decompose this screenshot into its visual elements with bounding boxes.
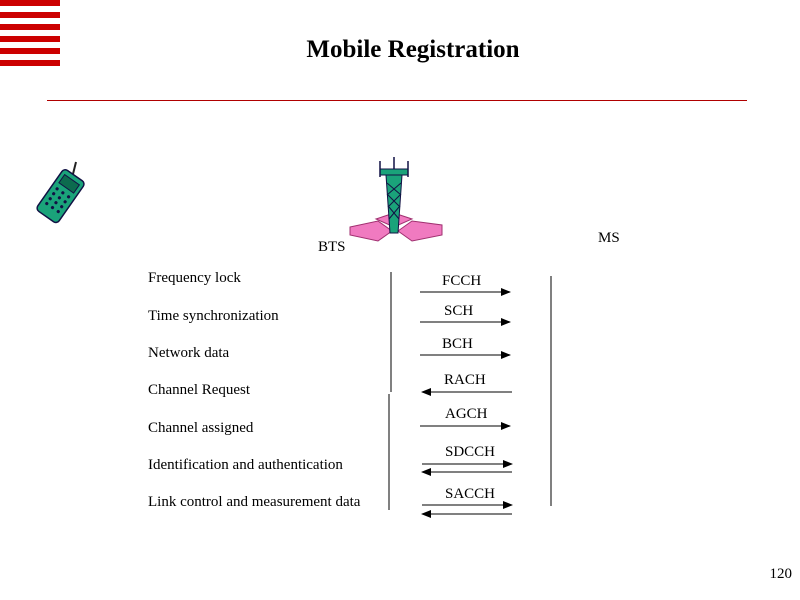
corner-stripes — [0, 0, 60, 70]
step-label: Channel Request — [148, 382, 251, 398]
step-label: Frequency lock — [148, 270, 241, 286]
channel-label: FCCH — [442, 273, 482, 289]
ms-label: MS — [598, 230, 620, 246]
channel-label: SDCCH — [445, 444, 496, 460]
channel-label: SCH — [444, 303, 474, 319]
channel-label: RACH — [444, 372, 486, 388]
channel-label: BCH — [442, 336, 473, 352]
channel-label: SACCH — [445, 486, 496, 502]
channel-label: AGCH — [445, 406, 488, 422]
bts-tower-icon — [349, 157, 443, 242]
mobile-phone-icon — [36, 161, 85, 224]
page-title: Mobile Registration — [306, 36, 520, 63]
step-label: Link control and measurement data — [148, 494, 361, 510]
step-label: Time synchronization — [148, 308, 279, 324]
title-divider — [47, 100, 747, 101]
step-label: Identification and authentication — [148, 457, 343, 473]
step-label: Network data — [148, 345, 230, 361]
step-label: Channel assigned — [148, 420, 254, 436]
page-number: 120 — [769, 566, 793, 582]
bts-label: BTS — [318, 239, 346, 255]
